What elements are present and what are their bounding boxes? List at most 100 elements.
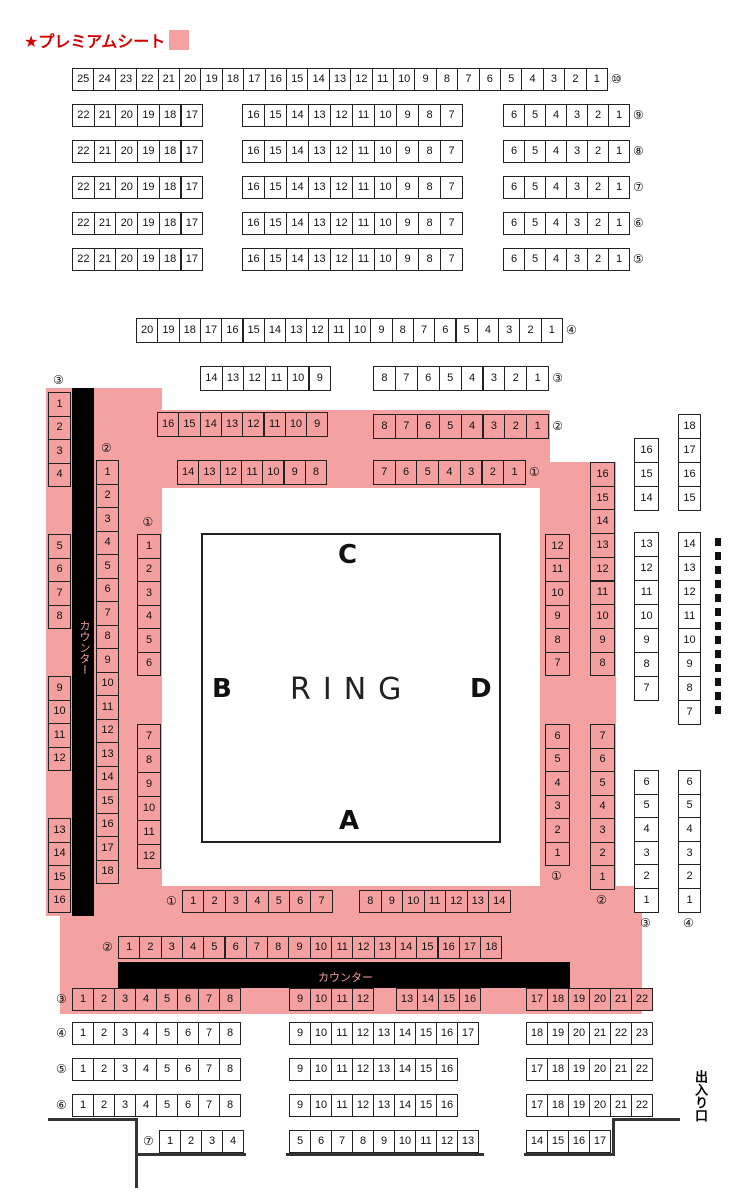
seat-n5c-5[interactable]: 5 xyxy=(524,248,546,271)
seat-n6b-12[interactable]: 12 xyxy=(330,212,353,235)
seat-a7c-16[interactable]: 16 xyxy=(568,1130,590,1153)
seat-n7c-3[interactable]: 3 xyxy=(566,176,588,199)
seat-a2-11[interactable]: 11 xyxy=(331,936,354,959)
seat-c3a-10[interactable]: 10 xyxy=(286,366,310,391)
seat-a7b-12[interactable]: 12 xyxy=(436,1130,458,1153)
seat-n10-10[interactable]: 10 xyxy=(393,68,416,91)
seat-a2-17[interactable]: 17 xyxy=(458,936,482,959)
seat-n7a-22[interactable]: 22 xyxy=(72,176,95,199)
seat-n8a-19[interactable]: 19 xyxy=(137,140,160,163)
seat-a4a-3[interactable]: 3 xyxy=(114,1022,136,1045)
seat-a2-3[interactable]: 3 xyxy=(160,936,183,959)
seat-a7b-8[interactable]: 8 xyxy=(352,1130,374,1153)
seat-a2-5[interactable]: 5 xyxy=(203,936,226,959)
seat-a3c-13[interactable]: 13 xyxy=(396,988,418,1011)
seat-n4-18[interactable]: 18 xyxy=(178,318,201,343)
seat-n8a-21[interactable]: 21 xyxy=(93,140,117,163)
seat-c1b-2[interactable]: 2 xyxy=(481,460,505,485)
seat-a6c-19[interactable]: 19 xyxy=(568,1094,590,1117)
seat-a5a-6[interactable]: 6 xyxy=(177,1058,199,1081)
seat-d2b-4[interactable]: 4 xyxy=(590,794,615,819)
seat-b2-6[interactable]: 6 xyxy=(96,577,119,602)
seat-a3d-21[interactable]: 21 xyxy=(610,988,632,1011)
seat-c1a-8[interactable]: 8 xyxy=(304,460,328,485)
seat-n4-19[interactable]: 19 xyxy=(157,318,180,343)
seat-a5a-5[interactable]: 5 xyxy=(156,1058,178,1081)
seat-n9a-19[interactable]: 19 xyxy=(137,104,160,127)
seat-n7b-16[interactable]: 16 xyxy=(242,176,265,199)
seat-a4a-1[interactable]: 1 xyxy=(72,1022,94,1045)
seat-b1b-11[interactable]: 11 xyxy=(137,820,161,845)
seat-n4-2[interactable]: 2 xyxy=(519,318,542,343)
seat-a7b-5[interactable]: 5 xyxy=(289,1130,311,1153)
seat-n6c-4[interactable]: 4 xyxy=(545,212,567,235)
seat-a4b-9[interactable]: 9 xyxy=(289,1022,311,1045)
seat-n10-15[interactable]: 15 xyxy=(286,68,309,91)
seat-d1b-1[interactable]: 1 xyxy=(545,841,570,866)
seat-a2-14[interactable]: 14 xyxy=(394,936,418,959)
seat-d2b-3[interactable]: 3 xyxy=(590,818,615,843)
seat-d1b-4[interactable]: 4 xyxy=(545,771,570,796)
seat-d3a-15[interactable]: 15 xyxy=(634,462,659,487)
seat-n6b-7[interactable]: 7 xyxy=(440,212,463,235)
seat-a1b-14[interactable]: 14 xyxy=(488,890,511,913)
seat-n5c-3[interactable]: 3 xyxy=(566,248,588,271)
seat-n7a-18[interactable]: 18 xyxy=(158,176,182,199)
seat-n6b-16[interactable]: 16 xyxy=(242,212,265,235)
seat-d3b-9[interactable]: 9 xyxy=(634,628,659,653)
seat-d1a-9[interactable]: 9 xyxy=(545,604,570,629)
seat-c3b-2[interactable]: 2 xyxy=(504,366,528,391)
seat-n7b-9[interactable]: 9 xyxy=(396,176,419,199)
seat-n9b-16[interactable]: 16 xyxy=(242,104,265,127)
seat-a6c-22[interactable]: 22 xyxy=(631,1094,653,1117)
seat-a2-16[interactable]: 16 xyxy=(437,936,460,959)
seat-b1a-2[interactable]: 2 xyxy=(137,557,161,582)
seat-c3b-6[interactable]: 6 xyxy=(416,366,440,391)
seat-n10-6[interactable]: 6 xyxy=(478,68,501,91)
seat-b2-2[interactable]: 2 xyxy=(96,483,119,508)
seat-a1b-8[interactable]: 8 xyxy=(359,890,382,913)
seat-c2b-4[interactable]: 4 xyxy=(460,414,484,439)
seat-d4b-7[interactable]: 7 xyxy=(678,700,701,725)
seat-d3b-13[interactable]: 13 xyxy=(634,532,659,557)
seat-c1a-11[interactable]: 11 xyxy=(240,460,264,485)
seat-a2-13[interactable]: 13 xyxy=(373,936,396,959)
seat-a5b-11[interactable]: 11 xyxy=(331,1058,353,1081)
seat-n7a-19[interactable]: 19 xyxy=(137,176,160,199)
seat-c3a-13[interactable]: 13 xyxy=(221,366,245,391)
seat-b3d-14[interactable]: 14 xyxy=(48,841,71,866)
seat-a5b-15[interactable]: 15 xyxy=(415,1058,437,1081)
seat-a6b-14[interactable]: 14 xyxy=(394,1094,416,1117)
seat-a3b-9[interactable]: 9 xyxy=(289,988,311,1011)
seat-c2a-14[interactable]: 14 xyxy=(199,412,222,437)
seat-n10-20[interactable]: 20 xyxy=(179,68,202,91)
seat-a6a-1[interactable]: 1 xyxy=(72,1094,94,1117)
seat-a6b-13[interactable]: 13 xyxy=(373,1094,395,1117)
seat-d2a-11[interactable]: 11 xyxy=(590,580,615,606)
seat-c2a-11[interactable]: 11 xyxy=(263,412,286,437)
seat-n5a-17[interactable]: 17 xyxy=(180,248,204,271)
seat-b3a-2[interactable]: 2 xyxy=(48,415,71,440)
seat-n5b-16[interactable]: 16 xyxy=(242,248,265,271)
seat-a2-7[interactable]: 7 xyxy=(245,936,269,959)
seat-d3c-6[interactable]: 6 xyxy=(634,770,659,795)
seat-a4b-10[interactable]: 10 xyxy=(310,1022,332,1045)
seat-a1a-6[interactable]: 6 xyxy=(289,890,312,913)
seat-n5b-10[interactable]: 10 xyxy=(374,248,397,271)
seat-a2-2[interactable]: 2 xyxy=(139,936,162,959)
seat-d2a-8[interactable]: 8 xyxy=(590,651,615,677)
seat-d4a-15[interactable]: 15 xyxy=(678,486,701,511)
seat-n9b-7[interactable]: 7 xyxy=(440,104,463,127)
seat-b2-14[interactable]: 14 xyxy=(96,765,119,790)
seat-a3b-11[interactable]: 11 xyxy=(331,988,353,1011)
seat-d2b-5[interactable]: 5 xyxy=(590,771,615,796)
seat-a2-15[interactable]: 15 xyxy=(416,936,439,959)
seat-n10-2[interactable]: 2 xyxy=(564,68,587,91)
seat-n9b-12[interactable]: 12 xyxy=(330,104,353,127)
seat-c3b-4[interactable]: 4 xyxy=(460,366,484,391)
seat-c3b-7[interactable]: 7 xyxy=(394,366,418,391)
seat-n5b-11[interactable]: 11 xyxy=(352,248,375,271)
seat-d4c-1[interactable]: 1 xyxy=(678,888,701,913)
seat-n10-9[interactable]: 9 xyxy=(414,68,437,91)
seat-d4c-5[interactable]: 5 xyxy=(678,793,701,819)
